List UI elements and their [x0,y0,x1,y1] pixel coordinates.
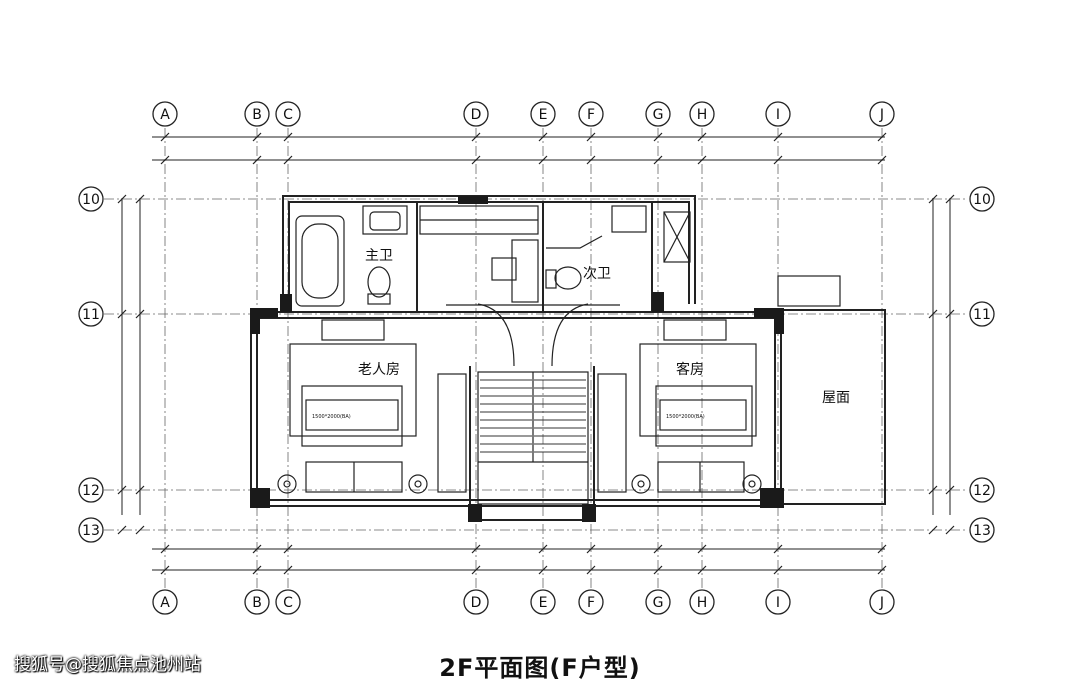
bed-size-label-right: 1500*2000(BA) [666,414,705,420]
row-left-label-12: 12 [82,483,100,499]
col-bottom-bubble-b [244,589,270,615]
col-top-bubble-j [869,101,895,127]
row-right-label-13: 13 [973,523,991,539]
col-bottom-label-j: J [879,595,884,611]
col-top-label-b: B [252,107,262,123]
col-top-bubble-a [152,101,178,127]
col-top-label-d: D [471,107,482,123]
row-left-bubble-11 [78,301,104,327]
room-label-guest-room: 客房 [676,361,704,378]
wall-corners [250,196,784,522]
col-top-label-g: G [653,107,664,123]
col-bottom-bubble-a [152,589,178,615]
row-right-bubble-12 [969,477,995,503]
bed-labels: 1500*2000(BA) 1500*2000(BA) [312,414,705,420]
col-top-label-f: F [587,107,595,123]
row-right-bubble-13 [969,517,995,543]
row-left-bubble-10 [78,186,104,212]
room-label-elderly-room: 老人房 [358,362,400,378]
stair-treads [480,379,586,453]
col-bottom-label-b: B [252,595,262,611]
room-label-roof: 屋面 [822,390,850,406]
row-left-label-11: 11 [82,307,100,323]
fixtures [277,205,841,505]
col-bottom-bubble-j [869,589,895,615]
col-bottom-bubble-g [645,589,671,615]
dimension-lines [121,136,951,571]
col-top-label-i: I [776,107,780,123]
room-label-master-bath: 主卫 [365,248,393,264]
col-top-bubble-b [244,101,270,127]
col-top-bubble-f [578,101,604,127]
col-bottom-bubble-f [578,589,604,615]
row-right-label-10: 10 [973,192,991,208]
row-left-label-13: 13 [82,523,100,539]
bed-size-label-left: 1500*2000(BA) [312,414,351,420]
col-top-bubble-h [689,101,715,127]
col-top-label-h: H [697,107,708,123]
col-bottom-label-c: C [283,595,293,611]
row-axis-bubbles-left: 10 11 12 13 [78,186,104,543]
col-bottom-bubble-h [689,589,715,615]
column-axis-bubbles-bottom: A B C D E F G H I J [152,589,895,615]
col-top-label-j: J [879,107,884,123]
col-bottom-label-h: H [697,595,708,611]
col-top-bubble-d [463,101,489,127]
watermark: 搜狐号@搜狐焦点池州站 [14,655,201,675]
row-axis-bubbles-right: 10 11 12 13 [969,186,995,543]
row-left-bubble-13 [78,517,104,543]
room-label-second-bath: 次卫 [583,266,611,282]
col-bottom-bubble-c [275,589,301,615]
col-bottom-bubble-d [463,589,489,615]
col-bottom-label-g: G [653,595,664,611]
col-top-bubble-c [275,101,301,127]
col-top-label-c: C [283,107,293,123]
col-bottom-label-i: I [776,595,780,611]
walls [250,195,886,521]
row-right-label-11: 11 [973,307,991,323]
col-bottom-label-a: A [160,595,170,611]
col-bottom-bubble-i [765,589,791,615]
column-axis-bubbles-top: A B C D E F G H I J [152,101,895,127]
col-top-label-e: E [539,107,548,123]
row-right-bubble-11 [969,301,995,327]
row-right-bubble-10 [969,186,995,212]
row-right-label-12: 12 [973,483,991,499]
col-bottom-bubble-e [530,589,556,615]
col-top-label-a: A [160,107,170,123]
drawing-title: 2F平面图(F户型) [439,654,641,682]
col-top-bubble-i [765,101,791,127]
col-bottom-label-f: F [587,595,595,611]
col-top-bubble-g [645,101,671,127]
room-labels: 主卫 次卫 老人房 客房 屋面 [358,248,850,406]
row-left-label-10: 10 [82,192,100,208]
row-left-bubble-12 [78,477,104,503]
dimension-ticks [117,132,955,575]
col-bottom-label-e: E [539,595,548,611]
col-bottom-label-d: D [471,595,482,611]
col-top-bubble-e [530,101,556,127]
